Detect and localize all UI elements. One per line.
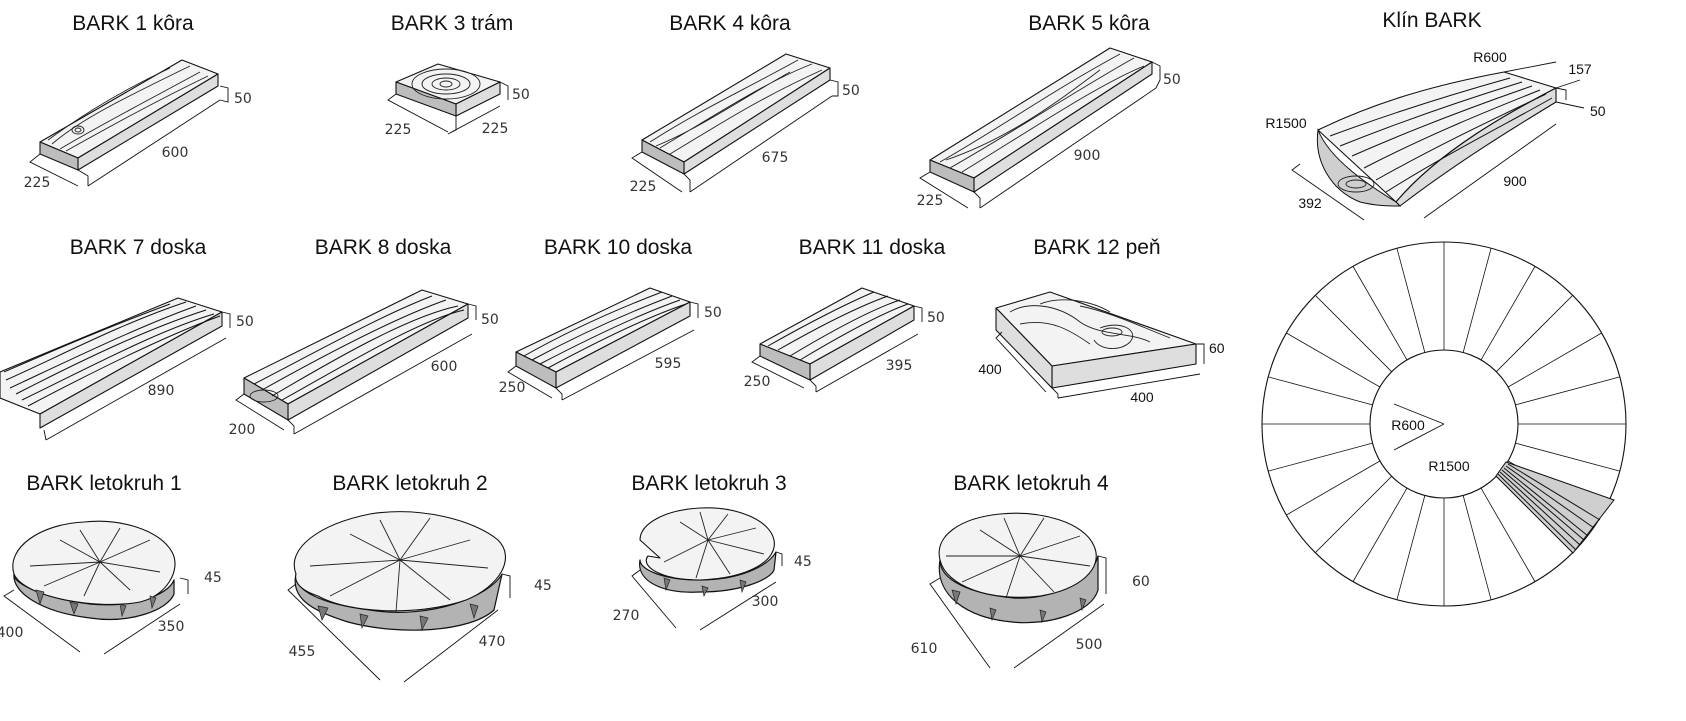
- dim-label: 50: [704, 305, 722, 321]
- bark-1-kora: BARK 1 kôra 225 600 50: [24, 12, 252, 191]
- dim-label: 350: [158, 619, 185, 635]
- product-title: BARK letokruh 3: [631, 472, 786, 495]
- dim-label: 60: [1209, 340, 1225, 356]
- product-title: BARK letokruh 4: [953, 472, 1109, 495]
- segment-spoke: [1268, 442, 1373, 472]
- segment-spoke: [1396, 495, 1426, 600]
- bark-letokruh-4: BARK letokruh 4 610 500 60: [911, 472, 1150, 669]
- wedge-chord: 392: [1298, 195, 1322, 211]
- dim-label: 250: [499, 380, 526, 396]
- dim-label: 400: [1130, 389, 1154, 405]
- dim-label: 225: [917, 193, 944, 209]
- circle-inner-label: R600: [1391, 417, 1425, 433]
- bark-letokruh-3: BARK letokruh 3 270 300 45: [613, 472, 812, 631]
- dim-label: 45: [534, 578, 552, 594]
- dim-label: 500: [1076, 637, 1103, 653]
- bark-letokruh-2: BARK letokruh 2 455 470 45: [287, 472, 552, 683]
- product-title: BARK 3 trám: [391, 12, 514, 35]
- bark-8-doska: BARK 8 doska 200 600 50: [229, 236, 499, 438]
- circle-outer-label: R1500: [1428, 458, 1469, 474]
- bark-7-doska: BARK 7 doska 890 50: [0, 236, 254, 441]
- dim-label: 250: [744, 374, 771, 390]
- dim-label: 270: [613, 608, 640, 624]
- product-title: BARK letokruh 1: [26, 472, 181, 495]
- bark-12-pen: BARK 12 peň 400 400 60: [978, 236, 1224, 405]
- wedge-length: 900: [1503, 173, 1527, 189]
- wedge-title: Klín BARK: [1382, 9, 1481, 32]
- highlighted-wedge: [1495, 461, 1615, 554]
- dim-label: 300: [752, 594, 779, 610]
- dim-label: 225: [630, 179, 657, 195]
- dim-label: 50: [1163, 72, 1181, 88]
- bark-10-doska: BARK 10 doska 250 595 50: [499, 236, 722, 401]
- dim-label: 610: [911, 641, 938, 657]
- product-title: BARK 8 doska: [315, 236, 452, 259]
- segment-spoke: [1315, 476, 1392, 553]
- segment-spoke: [1268, 376, 1373, 406]
- segment-spoke: [1352, 487, 1408, 582]
- dim-label: 900: [1074, 148, 1101, 164]
- dim-label: 225: [24, 175, 51, 191]
- dim-label: 50: [842, 83, 860, 99]
- bark-letokruh-1: BARK letokruh 1 400 350 45: [0, 472, 222, 655]
- product-title: BARK 1 kôra: [72, 12, 194, 35]
- segment-spoke: [1352, 266, 1408, 361]
- dim-label: 395: [886, 358, 913, 374]
- segment-spoke: [1462, 248, 1492, 353]
- segment-spoke: [1515, 442, 1620, 472]
- dim-label: 595: [655, 356, 682, 372]
- product-title: BARK 5 kôra: [1028, 12, 1150, 35]
- product-title: BARK 10 doska: [544, 236, 693, 259]
- dim-label: 600: [431, 359, 458, 375]
- dim-label: 50: [481, 312, 499, 328]
- bark-3-tram: BARK 3 trám 225 225 50: [385, 12, 530, 138]
- dim-label: 455: [289, 644, 316, 660]
- dim-label: 470: [479, 634, 506, 650]
- dim-label: 600: [162, 145, 189, 161]
- dim-label: 400: [0, 625, 23, 641]
- wedge-inner-radius: R600: [1473, 49, 1507, 65]
- dim-label: 50: [236, 314, 254, 330]
- segment-spoke: [1315, 295, 1392, 372]
- dim-label: 225: [482, 121, 509, 137]
- wedge-outer-radius: R1500: [1265, 115, 1306, 131]
- product-title: BARK 11 doska: [799, 236, 946, 259]
- dim-label: 45: [204, 570, 222, 586]
- product-title: BARK letokruh 2: [332, 472, 487, 495]
- dim-label: 45: [794, 554, 812, 570]
- dim-label: 60: [1132, 574, 1150, 590]
- segment-spoke: [1396, 248, 1426, 353]
- bark-11-doska: BARK 11 doska 250 395 50: [744, 236, 946, 393]
- segment-spoke: [1515, 376, 1620, 406]
- segment-spoke: [1507, 332, 1602, 388]
- segment-spoke: [1462, 495, 1492, 600]
- product-title: BARK 4 kôra: [669, 12, 791, 35]
- segment-spoke: [1496, 295, 1573, 372]
- klin-bark-wedge: Klín BARK R1500 R600 157 50 900 392: [1265, 9, 1606, 221]
- bark-4-kora: BARK 4 kôra 225 675 50: [630, 12, 860, 195]
- segment-spoke: [1286, 460, 1381, 516]
- segment-spoke: [1480, 487, 1536, 582]
- dim-label: 675: [762, 150, 789, 166]
- dim-label: 50: [234, 91, 252, 107]
- circle-layout-diagram: R600 R1500: [1261, 241, 1627, 607]
- dim-label: 225: [385, 122, 412, 138]
- bark-5-kora: BARK 5 kôra 225 900 50: [917, 12, 1181, 209]
- wedge-height: 50: [1590, 103, 1606, 119]
- dim-label: 50: [512, 87, 530, 103]
- dim-label: 400: [978, 361, 1002, 377]
- segment-spoke: [1286, 332, 1381, 388]
- product-title: BARK 7 doska: [70, 236, 207, 259]
- segment-spoke: [1480, 266, 1536, 361]
- product-title: BARK 12 peň: [1033, 236, 1160, 259]
- dim-label: 200: [229, 422, 256, 438]
- dim-label: 50: [927, 310, 945, 326]
- dim-label: 890: [148, 383, 175, 399]
- wedge-width: 157: [1568, 61, 1592, 77]
